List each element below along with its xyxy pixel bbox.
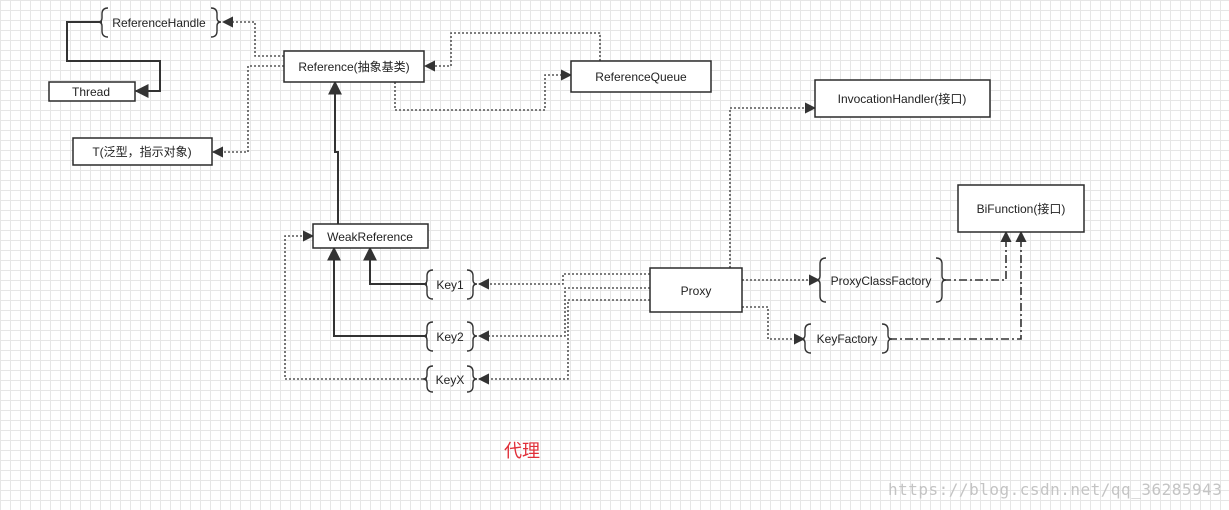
edge-key2-to-weakreference: [327, 246, 427, 337]
invocationhandler-label: InvocationHandler(接口): [838, 91, 967, 106]
edge-reference-to-referencequeue: [394, 69, 573, 111]
keyx-label: KeyX: [436, 373, 465, 387]
referencehandle-label: ReferenceHandle: [112, 16, 206, 30]
edge-weakreference-to-reference: [328, 80, 342, 224]
referencehandle-node: ReferenceHandle: [97, 7, 222, 38]
right-brace-shape: [881, 323, 893, 354]
edge-proxy-to-invocationhandler: [729, 102, 817, 268]
edge-referencequeue-to-reference: [423, 32, 601, 72]
left-brace-shape: [422, 269, 434, 300]
left-brace-shape: [422, 365, 434, 393]
t-generic-label: T(泛型，指示对象): [92, 144, 191, 159]
keyfactory-label: KeyFactory: [817, 332, 878, 346]
bifunction-box: BiFunction(接口): [957, 184, 1085, 233]
diagram-title: 代理: [504, 441, 540, 462]
t-generic-box: T(泛型，指示对象): [72, 137, 213, 166]
edge-keyx-to-weakreference: [284, 230, 427, 380]
proxy-box: Proxy: [649, 267, 743, 313]
reference-box: Reference(抽象基类): [283, 50, 425, 83]
invocationhandler-box: InvocationHandler(接口): [814, 79, 991, 118]
proxy-label: Proxy: [681, 284, 712, 298]
edge-proxyclassfactory-to-bifunction: [943, 230, 1012, 281]
right-brace-shape: [466, 321, 478, 352]
key2-node: Key2: [422, 321, 478, 352]
edge-proxy-to-keyfactory: [742, 306, 806, 345]
weakreference-label: WeakReference: [327, 230, 413, 244]
proxyclassfactory-label: ProxyClassFactory: [831, 274, 932, 288]
edge-proxy-to-key1: [477, 273, 650, 290]
right-brace-shape: [466, 269, 478, 300]
right-brace-shape: [210, 7, 222, 38]
keyx-node: KeyX: [422, 365, 478, 393]
left-brace-shape: [815, 257, 827, 303]
watermark: https://blog.csdn.net/qq_36285943: [888, 480, 1223, 499]
thread-label: Thread: [72, 85, 110, 99]
proxyclassfactory-node: ProxyClassFactory: [815, 257, 947, 303]
edge-referencehandle-to-thread: [66, 21, 161, 98]
weakreference-box: WeakReference: [312, 223, 429, 249]
right-brace-shape: [466, 365, 478, 393]
edge-proxy-to-key2: [477, 287, 650, 342]
left-brace-shape: [800, 323, 812, 354]
thread-box: Thread: [48, 81, 136, 102]
right-brace-shape: [935, 257, 947, 303]
keyfactory-node: KeyFactory: [800, 323, 893, 354]
edge-keyfactory-to-bifunction: [889, 230, 1027, 340]
key1-node: Key1: [422, 269, 478, 300]
bifunction-label: BiFunction(接口): [977, 201, 1066, 216]
edge-key1-to-weakreference: [363, 246, 427, 285]
left-brace-shape: [422, 321, 434, 352]
key1-label: Key1: [436, 278, 464, 292]
referencequeue-box: ReferenceQueue: [570, 60, 712, 93]
edge-reference-to-referencehandle: [221, 16, 284, 57]
edge-proxy-to-keyx: [477, 299, 650, 385]
key2-label: Key2: [436, 330, 464, 344]
edge-reference-to-t: [211, 65, 284, 158]
referencequeue-label: ReferenceQueue: [595, 70, 687, 84]
left-brace-shape: [97, 7, 109, 38]
reference-label: Reference(抽象基类): [298, 60, 409, 74]
